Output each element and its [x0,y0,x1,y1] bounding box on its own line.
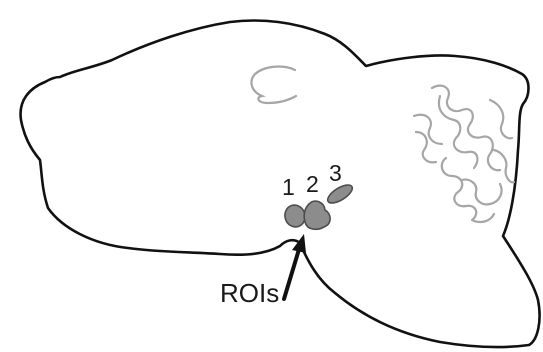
roi-label-3: 3 [329,160,342,186]
rois-caption: ROIs [220,278,279,308]
roi-pointer-arrow [284,234,306,299]
roi-label-1: 1 [282,174,295,200]
roi-label-2: 2 [306,171,319,197]
